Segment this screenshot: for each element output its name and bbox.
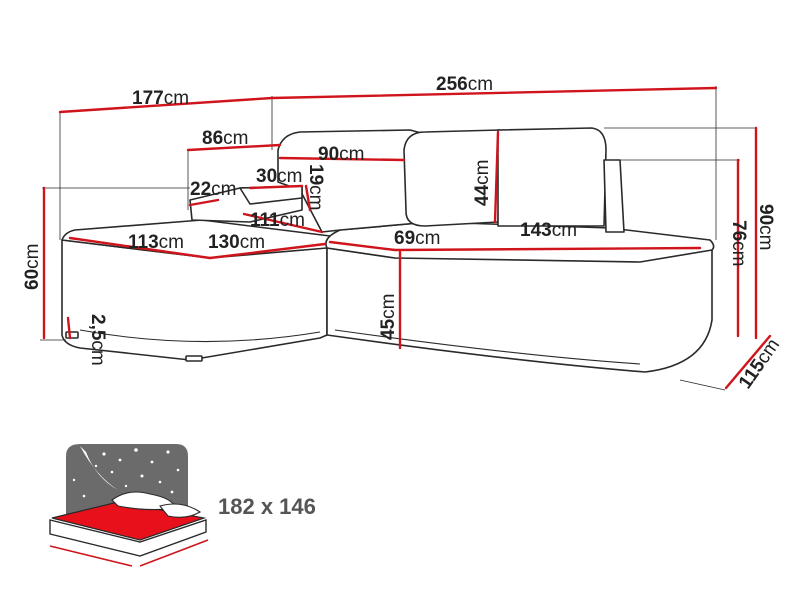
measure-113 <box>68 236 212 260</box>
label-19: 19cm <box>305 164 326 210</box>
label-60: 60cm <box>22 244 43 290</box>
label-76: 76cm <box>728 220 749 266</box>
label-22: 22cm <box>190 179 236 200</box>
seam-line <box>334 329 641 365</box>
label-256: 256cm <box>436 74 493 95</box>
back-cushion-right <box>497 127 607 227</box>
sofa-leg <box>185 355 203 362</box>
label-177: 177cm <box>132 88 189 109</box>
measure-69 <box>328 240 397 252</box>
measure-86 <box>186 143 282 152</box>
sleeping-area-icon: 182 x 146 <box>49 444 316 567</box>
label-44: 44cm <box>472 160 493 206</box>
measure-177 <box>58 96 274 114</box>
pillow-icon <box>111 491 177 511</box>
pillow-icon <box>159 503 202 518</box>
right-armrest <box>603 159 625 233</box>
label-143: 143cm <box>520 220 577 241</box>
bed-depth-arrow <box>139 539 209 567</box>
sofa-leg <box>65 331 79 339</box>
measure-130 <box>208 242 327 260</box>
bed-width-arrow <box>49 545 133 567</box>
label-86: 86cm <box>202 128 248 149</box>
measure-90 <box>278 156 406 162</box>
measure-2-5 <box>66 316 72 340</box>
measurement-lines <box>42 86 772 390</box>
measure-22 <box>188 198 220 207</box>
bed-size-label: 182 x 146 <box>218 494 316 519</box>
measure-30 <box>248 184 304 190</box>
label-2-5: 2,5cm <box>87 314 108 366</box>
measure-19 <box>304 184 312 212</box>
stars-icon <box>72 448 180 498</box>
moon-icon <box>80 446 118 490</box>
bed-base <box>49 519 207 557</box>
label-111: 111cm <box>250 210 305 231</box>
extension-lines <box>40 86 756 391</box>
seam-line <box>79 329 321 343</box>
label-115: 115cm <box>735 335 784 393</box>
measure-256 <box>270 86 718 100</box>
sofa-outline <box>61 127 715 373</box>
label-90-height: 90cm <box>755 204 776 250</box>
label-130: 130cm <box>208 232 265 253</box>
measure-115 <box>724 334 772 390</box>
label-45: 45cm <box>378 294 399 340</box>
label-69: 69cm <box>394 228 440 249</box>
main-seat-block <box>326 239 713 373</box>
label-113: 113cm <box>128 232 184 253</box>
measure-143 <box>393 246 702 252</box>
label-90: 90cm <box>318 144 364 165</box>
label-30: 30cm <box>256 166 302 187</box>
measure-44 <box>493 130 500 224</box>
measure-111 <box>242 212 324 234</box>
